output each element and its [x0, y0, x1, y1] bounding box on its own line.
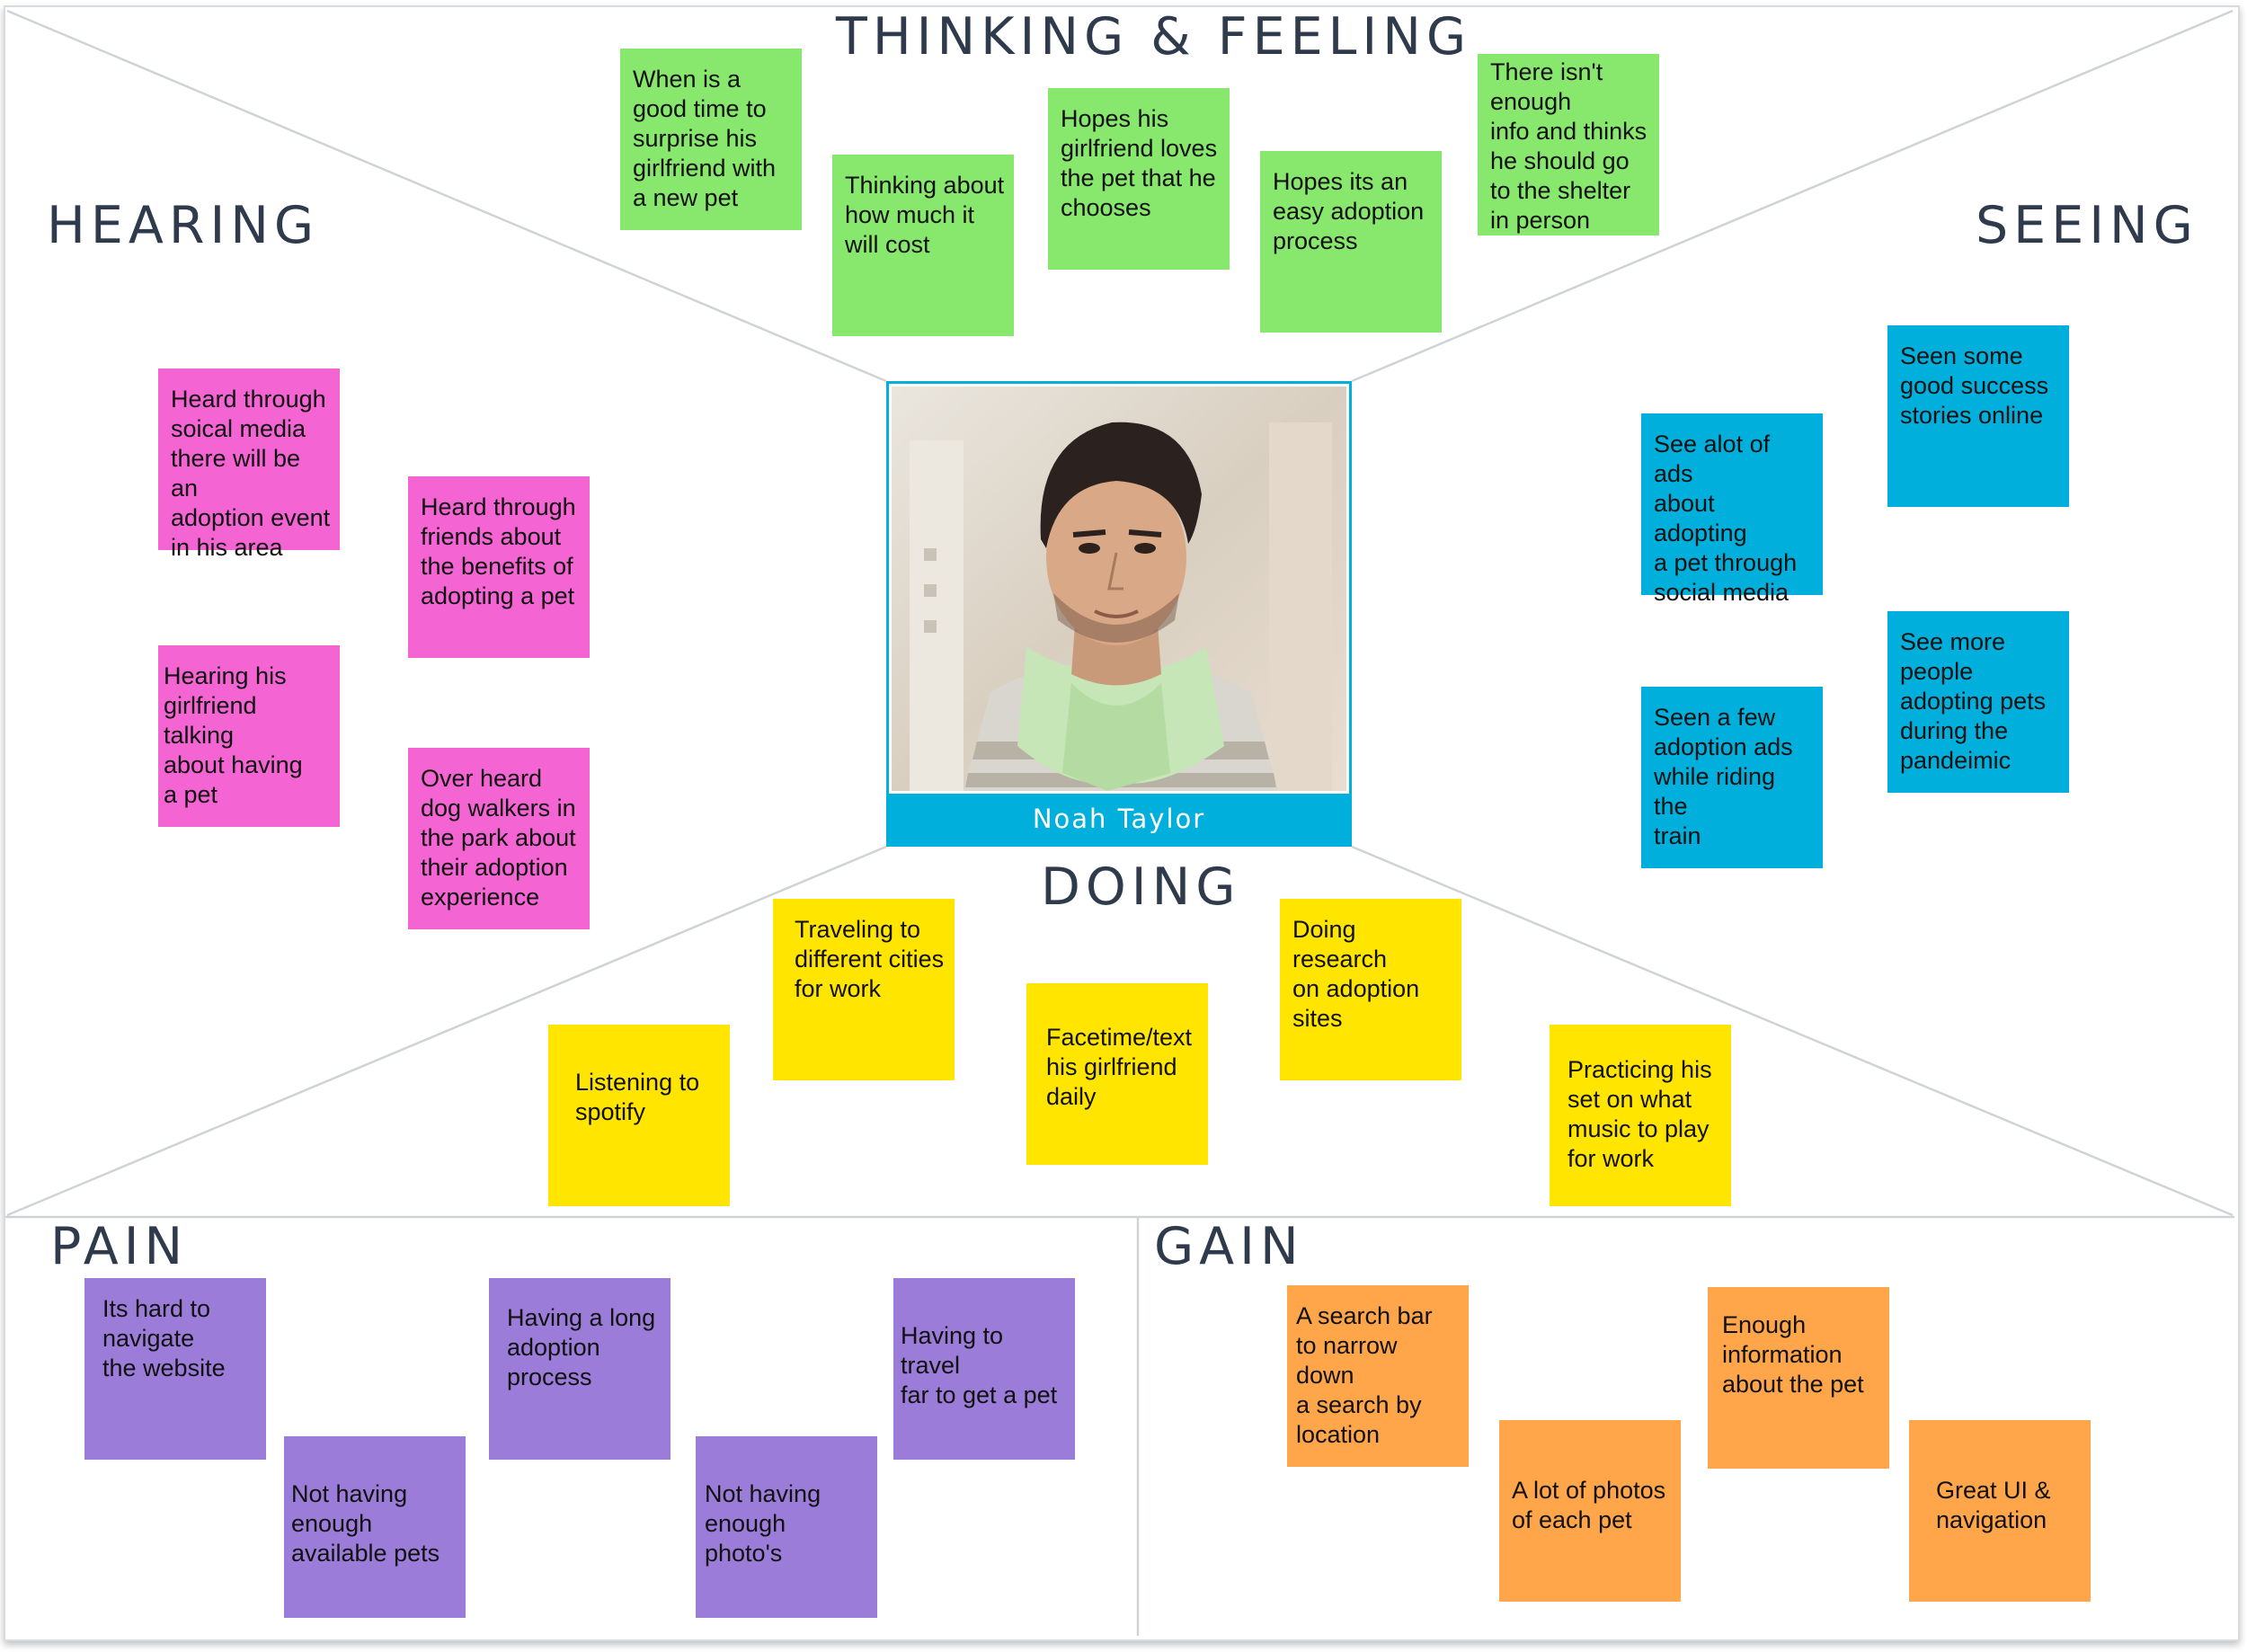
- heading-pain: PAIN: [50, 1217, 189, 1276]
- doing-note: Doing research on adoption sites: [1280, 899, 1461, 1080]
- divider-top-left: [6, 9, 887, 383]
- seeing-note: See alot of ads about adopting a pet thr…: [1641, 413, 1823, 606]
- heading-doing: DOING: [1041, 857, 1241, 917]
- hearing-note: Heard through friends about the benefits…: [408, 476, 590, 658]
- heading-seeing: SEEING: [1976, 196, 2198, 255]
- thinking-note: Thinking about how much it will cost: [832, 155, 1014, 336]
- thinking-note: Hopes its an easy adoption process: [1260, 151, 1442, 333]
- pain-note: Its hard to navigate the website: [84, 1278, 266, 1460]
- seeing-note: See more people adopting pets during the…: [1887, 611, 2069, 793]
- gain-note: A search bar to narrow down a search by …: [1287, 1285, 1469, 1467]
- thinking-note: When is a good time to surprise his girl…: [620, 49, 802, 230]
- heading-thinking-feeling: THINKING & FEELING: [836, 7, 1472, 67]
- pain-note: Not having enough photo's: [696, 1436, 877, 1618]
- pain-note: Having a long adoption process: [489, 1278, 671, 1460]
- persona-name: Noah Taylor: [889, 794, 1349, 844]
- hearing-note: Heard through soical media there will be…: [158, 369, 340, 561]
- divider-top-right: [1351, 9, 2234, 383]
- persona-card: Noah Taylor: [886, 381, 1352, 847]
- hearing-note: Hearing his girlfriend talking about hav…: [158, 645, 340, 827]
- heading-gain: GAIN: [1154, 1217, 1304, 1276]
- heading-hearing: HEARING: [47, 196, 320, 255]
- thinking-note: There isn't enough info and thinks he sh…: [1478, 54, 1659, 235]
- thinking-note: Hopes his girlfriend loves the pet that …: [1048, 88, 1230, 270]
- doing-note: Traveling to different cities for work: [773, 899, 955, 1080]
- gain-note: Enough information about the pet: [1708, 1287, 1889, 1469]
- hearing-note: Over heard dog walkers in the park about…: [408, 748, 590, 929]
- doing-note: Practicing his set on what music to play…: [1550, 1025, 1731, 1206]
- divider-bottom-left: [6, 845, 887, 1217]
- seeing-note: Seen a few adoption ads while riding the…: [1641, 687, 1823, 868]
- doing-note: Facetime/text his girlfriend daily: [1026, 983, 1208, 1165]
- divider-bottom-right: [1351, 845, 2234, 1217]
- doing-note: Listening to spotify: [548, 1025, 730, 1206]
- pain-note: Having to travel far to get a pet: [893, 1278, 1075, 1460]
- pain-note: Not having enough available pets: [284, 1436, 466, 1618]
- gain-note: Great UI & navigation: [1909, 1420, 2091, 1602]
- seeing-note: Seen some good success stories online: [1887, 325, 2069, 507]
- gain-note: A lot of photos of each pet: [1499, 1420, 1681, 1602]
- person-portrait-icon: [892, 386, 1346, 791]
